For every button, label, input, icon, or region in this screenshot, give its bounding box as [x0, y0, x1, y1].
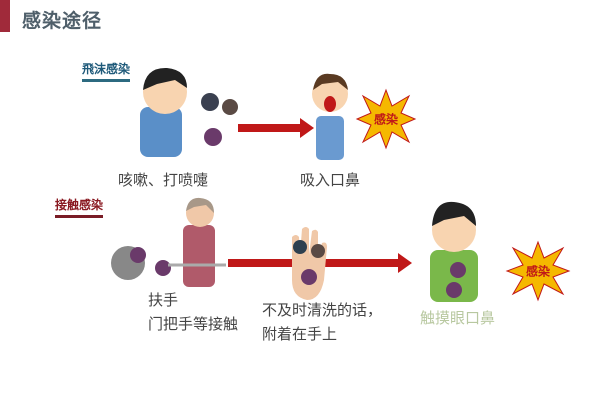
- inhaling-person-illustration: [312, 73, 348, 160]
- virus-icon: [222, 99, 238, 115]
- contact-infection-tag: 接触感染: [55, 196, 104, 218]
- boy-touching-face-illustration: [430, 201, 478, 302]
- virus-icon: [293, 240, 307, 254]
- contact-effect-caption: 触摸眼口鼻: [420, 309, 496, 327]
- contact-cause-caption-line1: 扶手: [148, 291, 179, 309]
- virus-icon: [155, 260, 171, 276]
- virus-icon: [201, 93, 219, 111]
- droplet-infection-tag: 飛沫感染: [82, 60, 131, 82]
- infection-burst-badge: 感染: [505, 240, 571, 302]
- contact-middle-caption-line1: 不及时清洗的话，: [262, 301, 383, 319]
- title-accent-bar: [0, 0, 10, 32]
- virus-icon: [130, 247, 146, 263]
- infection-burst-badge: 感染: [355, 88, 417, 150]
- virus-icon: [311, 244, 325, 258]
- hand-with-viruses-illustration: [292, 227, 327, 300]
- contact-cause-caption-line2: 门把手等接触: [148, 315, 239, 333]
- contact-middle-caption-line2: 附着在手上: [262, 325, 338, 343]
- virus-icon: [446, 282, 462, 298]
- droplet-arrow: [238, 118, 314, 138]
- droplet-cause-caption: 咳嗽、打喷嚏: [118, 171, 209, 189]
- virus-icon: [450, 262, 466, 278]
- door-handle-woman-illustration: [111, 197, 226, 287]
- virus-icon: [204, 128, 222, 146]
- virus-icon: [301, 269, 317, 285]
- sneezing-boy-illustration: [140, 67, 238, 157]
- page-title: 感染途径: [22, 10, 103, 32]
- droplet-effect-caption: 吸入口鼻: [300, 171, 361, 189]
